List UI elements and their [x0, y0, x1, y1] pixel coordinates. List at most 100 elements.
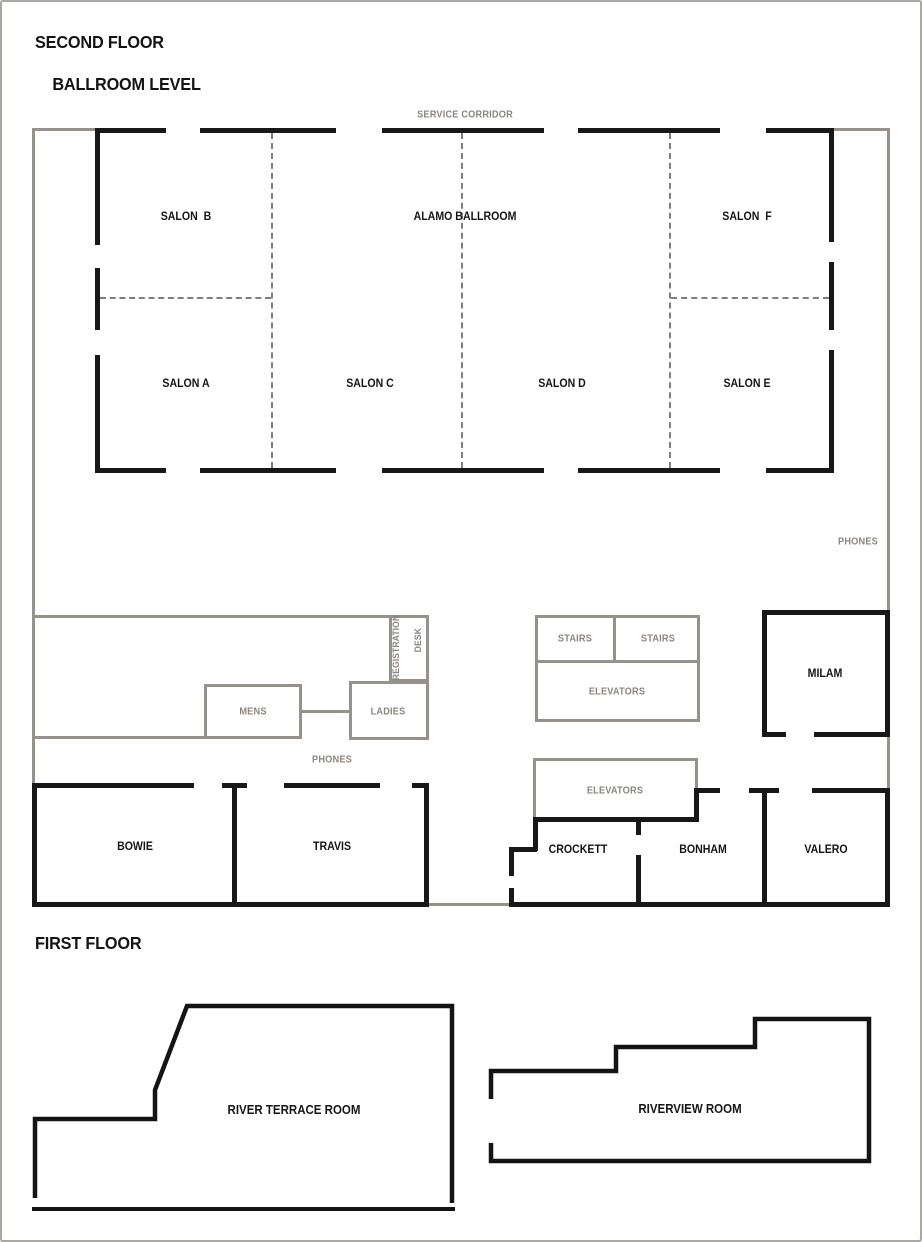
wall — [95, 268, 100, 330]
wall — [694, 788, 720, 793]
room-label-travis: TRAVIS — [312, 841, 352, 853]
wall — [32, 902, 429, 907]
wall — [636, 855, 641, 907]
wall — [613, 615, 616, 663]
wall — [32, 736, 204, 739]
wall — [424, 783, 429, 907]
partition-dashed-line — [100, 297, 271, 299]
ladies-room-label: LADIES — [370, 706, 406, 718]
room-label-valero: VALERO — [804, 844, 848, 856]
room-label-bonham: BONHAM — [679, 844, 727, 856]
wall — [200, 128, 336, 133]
wall — [533, 758, 536, 820]
wall — [426, 615, 429, 740]
wall — [762, 610, 890, 615]
wall — [762, 610, 767, 737]
wall — [829, 128, 834, 242]
wall — [95, 128, 100, 245]
wall — [204, 684, 207, 739]
wall — [831, 128, 890, 131]
wall — [535, 719, 700, 722]
wall — [382, 128, 544, 133]
elevators-lower-label: ELEVATORS — [586, 785, 644, 797]
wall — [32, 783, 194, 788]
wall — [533, 817, 538, 851]
registration-desk: REGISTRATION DESK — [389, 614, 426, 679]
wall — [829, 262, 834, 330]
room-label-salon-a: SALON A — [162, 378, 210, 390]
riverview-room-outline — [488, 1016, 872, 1164]
registration-desk-label: REGISTRATION DESK — [391, 614, 424, 679]
room-label-crockett: CROCKETT — [548, 844, 608, 856]
wall — [200, 468, 336, 473]
partition-dashed-line — [461, 133, 463, 468]
registration-desk-line2: DESK — [413, 627, 425, 652]
wall — [284, 783, 380, 788]
wall — [762, 732, 786, 737]
wall — [829, 350, 834, 473]
wall — [762, 788, 767, 907]
wall — [766, 128, 834, 133]
river-terrace-room-outline — [32, 1003, 455, 1203]
registration-desk-line1: REGISTRATION — [391, 614, 403, 680]
wall — [349, 681, 429, 684]
first-floor-title: FIRST FLOOR — [35, 933, 142, 953]
service-corridor-label: SERVICE CORRIDOR — [417, 109, 513, 121]
wall — [578, 468, 720, 473]
wall — [302, 710, 349, 713]
elevators-upper-label: ELEVATORS — [588, 686, 646, 698]
second-floor-title: SECOND FLOOR BALLROOM LEVEL — [35, 32, 201, 95]
stairs-left-label: STAIRS — [557, 633, 593, 645]
stairs-right-label: STAIRS — [640, 633, 676, 645]
wall — [204, 684, 302, 687]
phones-lobby-label: PHONES — [312, 754, 352, 766]
wall — [349, 681, 352, 740]
wall — [204, 736, 302, 739]
wall — [412, 783, 429, 788]
room-label-bowie: BOWIE — [117, 841, 153, 853]
room-label-salon-f: SALON F — [722, 211, 772, 223]
room-label-salon-c: SALON C — [346, 378, 394, 390]
wall — [95, 355, 100, 473]
wall — [812, 788, 890, 793]
room-label-salon-d: SALON D — [538, 378, 586, 390]
wall — [535, 660, 700, 663]
wall — [389, 615, 392, 682]
wall — [32, 128, 35, 785]
first-floor-outlines — [32, 1003, 872, 1211]
partition-dashed-line — [671, 297, 829, 299]
wall — [766, 468, 834, 473]
wall — [814, 732, 890, 737]
room-label-river-terrace: RIVER TERRACE ROOM — [227, 1103, 361, 1117]
wall — [509, 888, 514, 907]
wall — [97, 468, 166, 473]
mens-room-label: MENS — [239, 706, 267, 718]
wall — [697, 615, 700, 722]
partition-dashed-line — [669, 133, 671, 468]
room-label-salon-e: SALON E — [723, 378, 771, 390]
wall — [349, 737, 429, 740]
wall — [885, 788, 890, 907]
wall — [427, 903, 511, 906]
room-label-alamo-ballroom: ALAMO BALLROOM — [413, 211, 517, 223]
wall — [509, 847, 514, 876]
wall — [533, 817, 698, 822]
wall — [32, 783, 37, 907]
room-label-milam: MILAM — [807, 668, 843, 680]
wall — [533, 758, 698, 761]
phones-right-label: PHONES — [838, 536, 878, 548]
room-label-salon-b: SALON B — [160, 211, 212, 223]
wall — [32, 615, 429, 618]
wall — [509, 847, 537, 852]
wall — [389, 679, 426, 682]
wall — [509, 902, 890, 907]
partition-dashed-line — [271, 133, 273, 468]
room-label-riverview: RIVERVIEW ROOM — [638, 1102, 742, 1116]
wall — [887, 128, 890, 791]
wall — [97, 128, 166, 133]
wall — [885, 610, 890, 737]
wall — [636, 817, 641, 835]
wall — [578, 128, 720, 133]
second-floor-title-line2: BALLROOM LEVEL — [52, 74, 201, 94]
